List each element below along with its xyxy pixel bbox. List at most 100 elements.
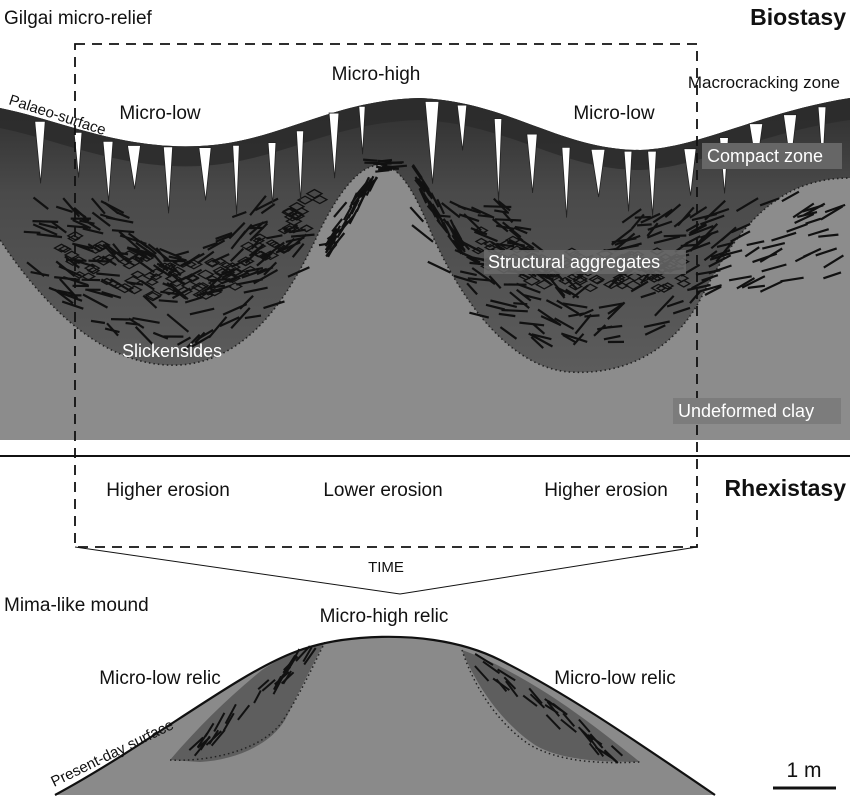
micro-low-left-label: Micro-low xyxy=(119,103,201,124)
aggregate-lozenge xyxy=(221,273,239,283)
aggregate-lozenge xyxy=(241,265,260,276)
slickenside-stroke xyxy=(361,180,373,196)
time-funnel xyxy=(74,546,698,595)
slickenside-stroke xyxy=(502,221,522,238)
slickenside-stroke xyxy=(466,255,481,266)
slickenside-stroke xyxy=(419,175,430,191)
relic-stroke xyxy=(587,734,603,746)
slickenside-stroke xyxy=(690,222,707,234)
relic-stroke xyxy=(546,701,560,717)
aggregate-lozenge xyxy=(534,279,554,290)
slickenside-stroke xyxy=(244,314,262,320)
slickenside-stroke xyxy=(493,197,509,213)
aggregate-lozenge xyxy=(80,272,96,281)
slickenside-stroke xyxy=(166,313,190,333)
slickenside-stroke xyxy=(67,224,89,229)
slickenside-stroke xyxy=(81,217,101,231)
slickenside-stroke xyxy=(231,210,247,219)
aggregate-lozenge xyxy=(175,286,194,297)
aggregate-lozenge xyxy=(64,257,81,266)
slickenside-stroke xyxy=(291,233,315,238)
slickenside-stroke xyxy=(55,260,76,277)
relic-boundary-left xyxy=(169,641,326,761)
slickenside-stroke xyxy=(352,192,364,206)
slickenside-stroke xyxy=(215,233,234,243)
slickenside-stroke xyxy=(747,284,766,289)
slickenside-stroke xyxy=(208,316,228,339)
aggregate-lozenge xyxy=(200,287,217,296)
aggregate-lozenge xyxy=(71,256,87,265)
slickenside-stroke xyxy=(565,288,580,299)
slickenside-stroke xyxy=(452,233,465,248)
slickenside-stroke xyxy=(532,323,546,335)
slickenside-stroke xyxy=(256,266,274,276)
aggregate-lozenge xyxy=(91,255,105,263)
relic-stroke xyxy=(197,736,211,749)
slickenside-stroke xyxy=(578,308,594,317)
slickenside-stroke xyxy=(159,247,182,259)
slickenside-stroke xyxy=(794,252,811,263)
relic-stroke xyxy=(261,679,276,692)
undeformed-clay-label: Undeformed clay xyxy=(678,401,814,421)
micro-low-relic-left-label: Micro-low relic xyxy=(99,668,220,689)
aggregate-lozenge xyxy=(283,212,301,222)
slickenside-stroke xyxy=(132,317,160,324)
slickenside-stroke xyxy=(704,285,722,296)
relic-stroke xyxy=(562,712,576,727)
slickenside-stroke xyxy=(32,220,59,223)
aggregate-lozenge xyxy=(169,279,184,288)
slickenside-stroke xyxy=(514,225,532,231)
slickenside-stroke xyxy=(700,214,725,226)
slickenside-stroke xyxy=(349,192,358,208)
aggregate-lozenge xyxy=(86,266,101,275)
aggregate-lozenge xyxy=(473,226,489,235)
slickenside-stroke xyxy=(687,283,711,292)
slickenside-stroke xyxy=(735,197,759,213)
slickenside-stroke xyxy=(454,232,466,247)
aggregate-lozenge xyxy=(650,283,667,293)
slickenside-stroke xyxy=(720,249,743,258)
slickenside-stroke xyxy=(62,197,81,218)
relic-stroke xyxy=(588,742,600,756)
bottom-title: Mima-like mound xyxy=(4,595,149,616)
relic-stroke xyxy=(604,750,617,763)
relic-stroke xyxy=(257,679,270,691)
aggregate-lozenge xyxy=(252,233,268,242)
aggregate-lozenge xyxy=(251,249,266,258)
slickenside-stroke xyxy=(333,201,348,218)
aggregate-lozenge xyxy=(203,257,221,267)
slickenside-stroke xyxy=(343,213,356,228)
slickenside-stroke xyxy=(331,218,343,233)
slickenside-stroke xyxy=(608,273,624,288)
slickenside-stroke xyxy=(634,215,651,219)
slickenside-stroke xyxy=(762,242,786,250)
aggregate-lozenge xyxy=(190,282,209,292)
slickenside-stroke xyxy=(470,227,488,236)
slickenside-stroke xyxy=(207,239,226,251)
slickenside-stroke xyxy=(672,306,691,315)
slickenside-stroke xyxy=(597,325,613,331)
macro-crack xyxy=(561,146,571,218)
rhexistasy-label: Rhexistasy xyxy=(725,475,847,501)
slickenside-stroke xyxy=(759,280,783,293)
relic-stroke xyxy=(213,712,226,732)
relic-stroke xyxy=(272,674,285,695)
aggregate-lozenge xyxy=(624,280,643,291)
surface-crust xyxy=(0,98,850,170)
aggregate-lozenge xyxy=(83,263,101,273)
slickenside-stroke xyxy=(752,252,778,264)
slickenside-stroke xyxy=(473,230,498,243)
slickenside-stroke xyxy=(158,299,178,303)
slickenside-stroke xyxy=(471,267,496,285)
slickenside-stroke xyxy=(427,202,437,218)
aggregate-lozenge xyxy=(572,276,589,286)
slickenside-stroke xyxy=(696,284,722,294)
aggregate-lozenge xyxy=(252,242,267,251)
slickenside-stroke xyxy=(436,198,445,215)
slickenside-stroke xyxy=(428,200,440,215)
scale-bar-label: 1 m xyxy=(786,759,821,782)
aggregate-lozenge xyxy=(93,240,111,250)
aggregate-lozenge xyxy=(123,275,143,286)
aggregate-lozenge xyxy=(223,273,241,284)
slickenside-stroke xyxy=(466,282,478,296)
